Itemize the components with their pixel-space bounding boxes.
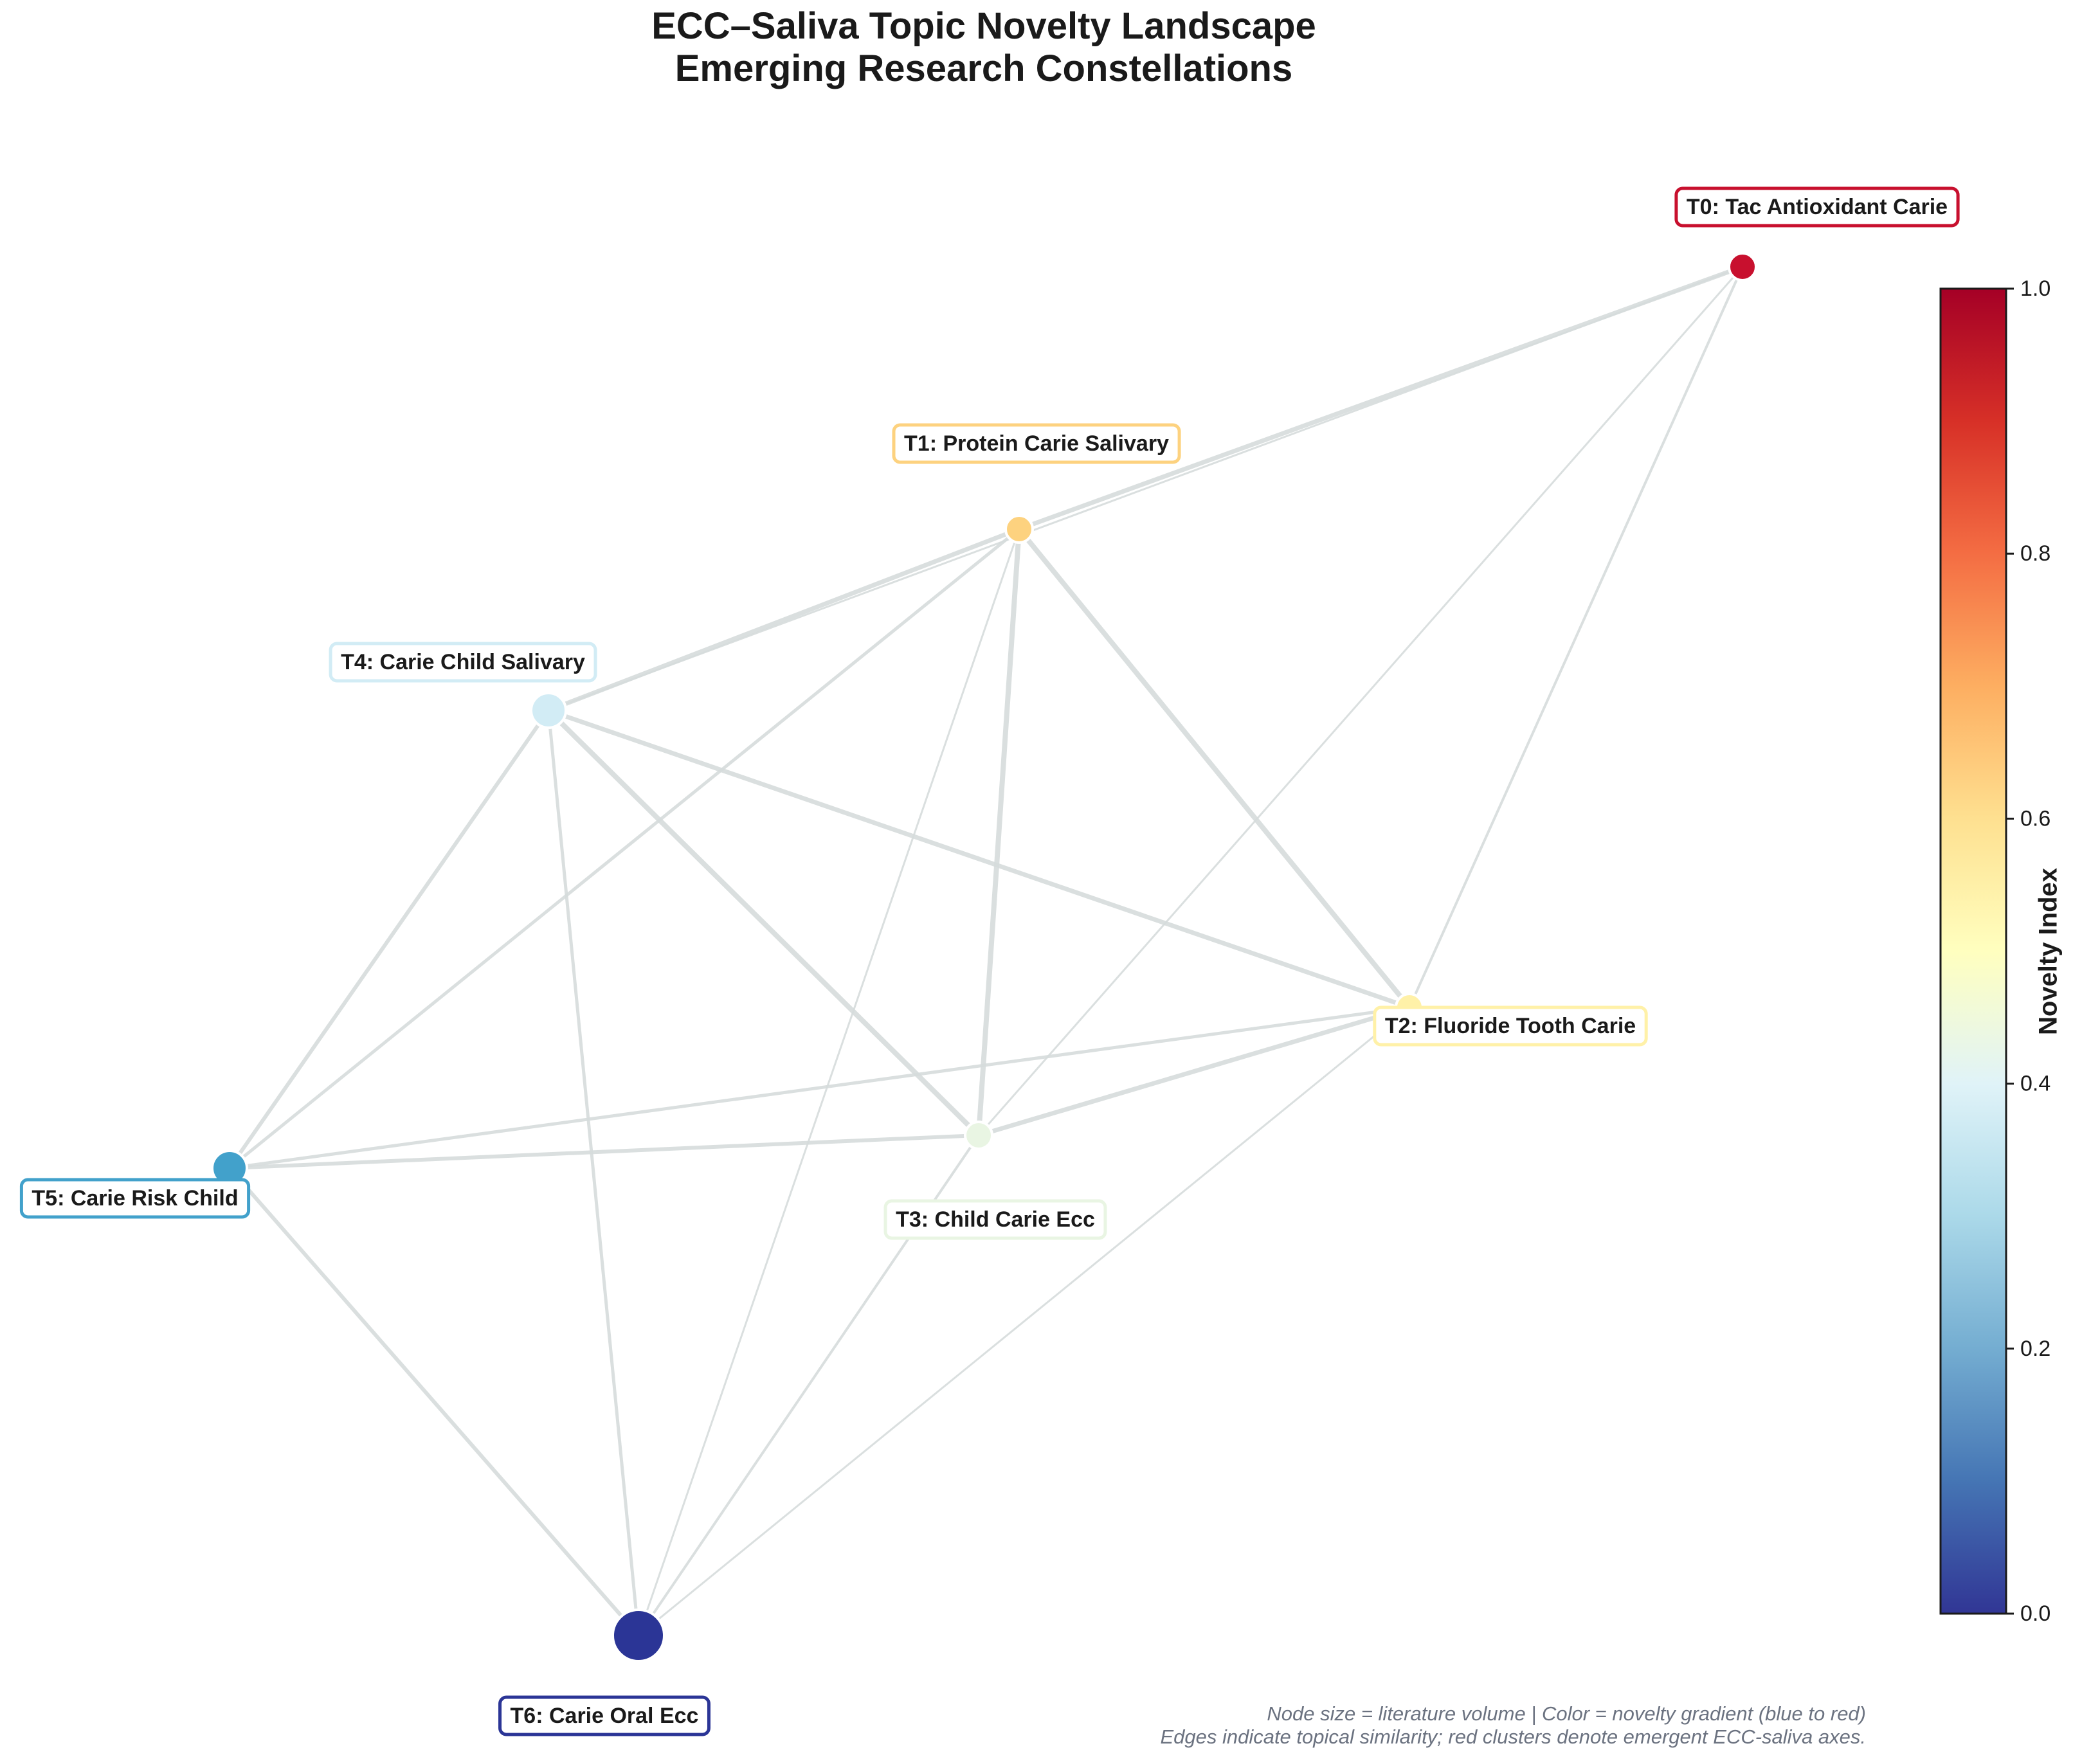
node-label-box xyxy=(1674,186,1960,228)
node-label-text: T0: Tac Antioxidant Carie xyxy=(1687,195,1948,219)
node-t1[interactable] xyxy=(1004,514,1034,544)
node-layer xyxy=(211,252,1757,1662)
edge-t1-t2 xyxy=(1017,527,1412,1010)
edge-t0-t3 xyxy=(977,266,1744,1137)
edge-t5-t6 xyxy=(228,1166,640,1637)
edge-t4-t6 xyxy=(547,708,640,1637)
node-label-t6: T6: Carie Oral Ecc xyxy=(498,1695,711,1736)
node-t3[interactable] xyxy=(964,1121,993,1150)
colorbar-tick-label: 0.0 xyxy=(2020,1601,2050,1626)
colorbar-tick-label: 0.8 xyxy=(2020,541,2050,566)
colorbar-tick-label: 1.0 xyxy=(2020,276,2050,301)
node-label-text: T4: Carie Child Salivary xyxy=(341,650,585,674)
node-t6[interactable] xyxy=(611,1608,665,1662)
colorbar-tick-label: 0.2 xyxy=(2020,1337,2050,1361)
footnote-line2: Edges indicate topical similarity; red c… xyxy=(1160,1725,1866,1748)
node-label-box xyxy=(329,642,597,683)
chart-title-line2: Emerging Research Constellations xyxy=(674,48,1293,89)
chart-title-line1: ECC–Saliva Topic Novelty Landscape xyxy=(651,5,1316,47)
edge-t4-t1 xyxy=(546,527,1022,713)
node-label-box xyxy=(1373,1005,1648,1047)
edge-t1-t5 xyxy=(228,527,1021,1170)
edge-t5-t2 xyxy=(228,1005,1411,1170)
colorbar-tick-label: 0.4 xyxy=(2020,1072,2050,1096)
node-label-box xyxy=(883,1199,1107,1240)
node-label-t1: T1: Protein Carie Salivary xyxy=(892,423,1181,464)
colorbar: 0.0 0.2 0.4 0.6 0.8 1.0 xyxy=(1939,276,2050,1626)
edge-t1-t6 xyxy=(637,528,1020,1637)
footnote-line1: Node size = literature volume | Color = … xyxy=(1267,1702,1866,1725)
edge-t1-t0 xyxy=(1017,264,1745,532)
node-label-text: T6: Carie Oral Ecc xyxy=(511,1704,699,1728)
chart-title: ECC–Saliva Topic Novelty Landscape Emerg… xyxy=(0,5,1968,90)
node-label-text: T3: Child Carie Ecc xyxy=(896,1207,1095,1232)
edge-t4-t5 xyxy=(228,708,550,1170)
edge-layer xyxy=(228,264,1745,1637)
footnote: Node size = literature volume | Color = … xyxy=(1160,1702,1866,1749)
edge-t4-t0 xyxy=(547,266,1744,712)
edge-t5-t3 xyxy=(228,1133,981,1170)
node-label-t3: T3: Child Carie Ecc xyxy=(883,1199,1107,1240)
node-label-box xyxy=(892,423,1181,464)
node-label-box xyxy=(498,1695,711,1736)
node-label-t4: T4: Carie Child Salivary xyxy=(329,642,597,683)
node-label-text: T2: Fluoride Tooth Carie xyxy=(1385,1014,1636,1038)
edge-t4-t3 xyxy=(546,708,981,1138)
colorbar-tick-label: 0.6 xyxy=(2020,806,2050,831)
colorbar-gradient xyxy=(1939,287,2007,1615)
edge-t0-t2 xyxy=(1408,266,1744,1009)
edge-t2-t6 xyxy=(637,1006,1411,1637)
node-label-t0: T0: Tac Antioxidant Carie xyxy=(1674,186,1960,228)
node-label-text: T5: Carie Risk Child xyxy=(32,1186,238,1211)
colorbar-title-text: Novelty Index xyxy=(2034,867,2063,1036)
node-label-t5: T5: Carie Risk Child xyxy=(19,1178,251,1219)
edge-t1-t3 xyxy=(976,527,1022,1138)
node-label-text: T1: Protein Carie Salivary xyxy=(904,431,1169,456)
node-label-t2: T2: Fluoride Tooth Carie xyxy=(1373,1005,1648,1047)
node-t0[interactable] xyxy=(1728,252,1757,282)
edge-t4-t2 xyxy=(546,708,1412,1010)
edge-t3-t2 xyxy=(976,1005,1412,1138)
node-t4[interactable] xyxy=(530,692,567,729)
node-label-box xyxy=(19,1178,251,1219)
